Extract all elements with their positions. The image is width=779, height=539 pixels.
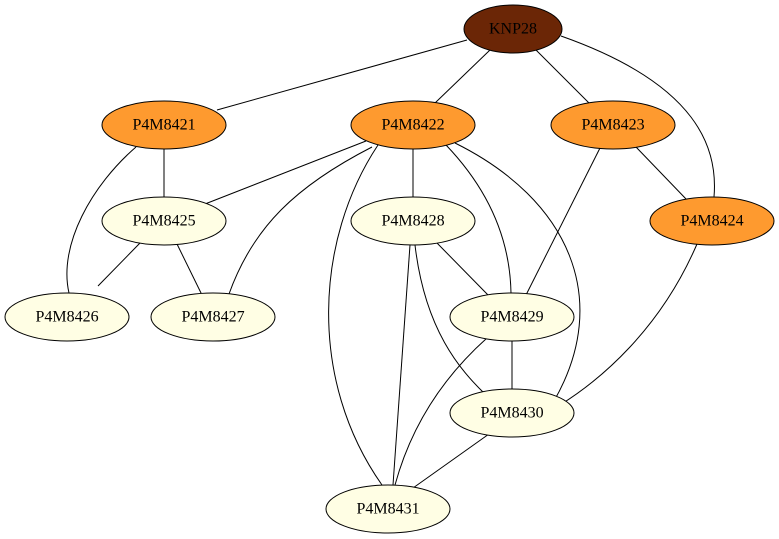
edge-knp28-p4m8421 xyxy=(216,39,468,111)
edge-p4m8424-p4m8430 xyxy=(559,243,698,406)
node-knp28[interactable]: KNP28 xyxy=(463,4,563,54)
node-ellipse xyxy=(350,100,476,150)
node-p4m8425[interactable]: P4M8425 xyxy=(101,196,227,246)
node-ellipse xyxy=(4,292,130,342)
edge-knp28-p4m8424 xyxy=(560,35,715,198)
edge-p4m8430-p4m8431 xyxy=(412,433,490,489)
node-label: P4M8421 xyxy=(132,117,195,134)
node-label: KNP28 xyxy=(489,21,537,38)
node-ellipse xyxy=(350,196,476,246)
edge-knp28-p4m8422 xyxy=(434,49,491,104)
node-p4m8428[interactable]: P4M8428 xyxy=(350,196,476,246)
edge-p4m8423-p4m8429 xyxy=(525,147,601,296)
node-label: P4M8428 xyxy=(381,213,444,230)
edge-p4m8422-p4m8431 xyxy=(328,144,383,486)
edge-p4m8429-p4m8431 xyxy=(394,337,488,486)
node-label: P4M8423 xyxy=(581,117,644,134)
edge-p4m8421-p4m8426 xyxy=(66,146,137,294)
node-ellipse xyxy=(325,484,451,534)
node-ellipse xyxy=(463,4,563,54)
node-p4m8426[interactable]: P4M8426 xyxy=(4,292,130,342)
node-ellipse xyxy=(649,196,775,246)
node-p4m8423[interactable]: P4M8423 xyxy=(550,100,676,150)
node-label: P4M8429 xyxy=(480,309,543,326)
edge-p4m8425-p4m8427 xyxy=(176,243,203,296)
node-p4m8424[interactable]: P4M8424 xyxy=(649,196,775,246)
node-ellipse xyxy=(550,100,676,150)
edges-layer xyxy=(66,35,715,489)
edge-p4m8422-p4m8427 xyxy=(228,146,373,295)
edge-p4m8423-p4m8424 xyxy=(635,146,688,201)
edge-p4m8428-p4m8429 xyxy=(435,241,490,297)
node-ellipse xyxy=(101,100,227,150)
edge-p4m8422-p4m8429 xyxy=(445,144,512,294)
node-p4m8429[interactable]: P4M8429 xyxy=(449,292,575,342)
edge-p4m8428-p4m8431 xyxy=(392,244,411,486)
node-p4m8431[interactable]: P4M8431 xyxy=(325,484,451,534)
edge-p4m8422-p4m8425 xyxy=(204,140,367,205)
edge-p4m8422-p4m8430 xyxy=(454,142,581,402)
node-ellipse xyxy=(150,292,276,342)
node-p4m8421[interactable]: P4M8421 xyxy=(101,100,227,150)
edge-p4m8428-p4m8430 xyxy=(414,244,487,396)
node-label: P4M8431 xyxy=(356,501,419,518)
edge-knp28-p4m8423 xyxy=(535,49,591,105)
node-p4m8422[interactable]: P4M8422 xyxy=(350,100,476,150)
node-ellipse xyxy=(101,196,227,246)
node-label: P4M8422 xyxy=(381,117,444,134)
node-label: P4M8424 xyxy=(680,213,743,230)
node-p4m8430[interactable]: P4M8430 xyxy=(449,388,575,438)
node-label: P4M8426 xyxy=(35,309,98,326)
node-label: P4M8430 xyxy=(480,405,543,422)
edge-p4m8425-p4m8426 xyxy=(97,242,141,287)
node-ellipse xyxy=(449,292,575,342)
node-p4m8427[interactable]: P4M8427 xyxy=(150,292,276,342)
node-label: P4M8425 xyxy=(132,213,195,230)
node-label: P4M8427 xyxy=(181,309,244,326)
node-ellipse xyxy=(449,388,575,438)
